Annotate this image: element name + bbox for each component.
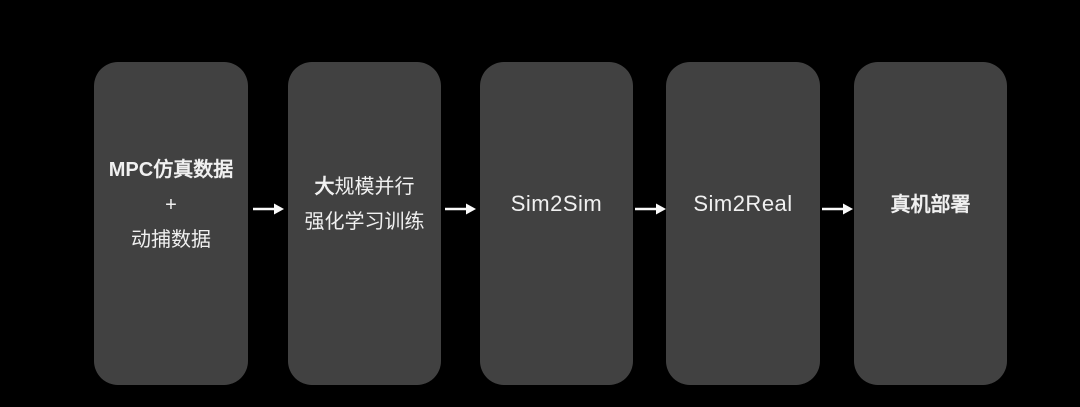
plus-sign: + xyxy=(165,193,177,216)
stage-label-sim2real: Sim2Real xyxy=(693,191,793,217)
stage-box-sim2real: Sim2Real xyxy=(666,62,820,385)
stage-line-mocap-data: 动捕数据 xyxy=(131,228,211,251)
right-arrow-icon xyxy=(253,203,284,215)
right-arrow-icon xyxy=(822,203,853,215)
stage-line-rl: 强化学习训练 xyxy=(304,211,425,233)
stage-content: Sim2Sim xyxy=(480,179,633,229)
stage-label-sim2sim: Sim2Sim xyxy=(510,191,603,217)
stage-content: Sim2Real xyxy=(666,179,820,229)
stage-box-sim2sim: Sim2Sim xyxy=(480,62,633,385)
stage-content: 大规模并行 强化学习训练 xyxy=(288,163,441,246)
stage-box-rl-training: 大规模并行 强化学习训练 xyxy=(288,62,441,385)
stage-box-real-deployment: 真机部署 xyxy=(854,62,1007,385)
right-arrow-icon xyxy=(635,203,666,215)
stage-line-parallel: 大规模并行 xyxy=(288,176,441,198)
stage-line-mpc-sim-data: MPC仿真数据 xyxy=(108,158,234,181)
right-arrow-icon xyxy=(445,203,476,215)
stage-box-training-data: MPC仿真数据 + 动捕数据 xyxy=(94,62,248,385)
regular-text: 规模并行 xyxy=(334,176,415,198)
emphasis-text: 大 xyxy=(314,176,335,198)
stage-content: MPC仿真数据 + 动捕数据 xyxy=(94,146,248,264)
stage-content: 真机部署 xyxy=(854,181,1007,229)
stage-label-deployment: 真机部署 xyxy=(890,193,971,216)
